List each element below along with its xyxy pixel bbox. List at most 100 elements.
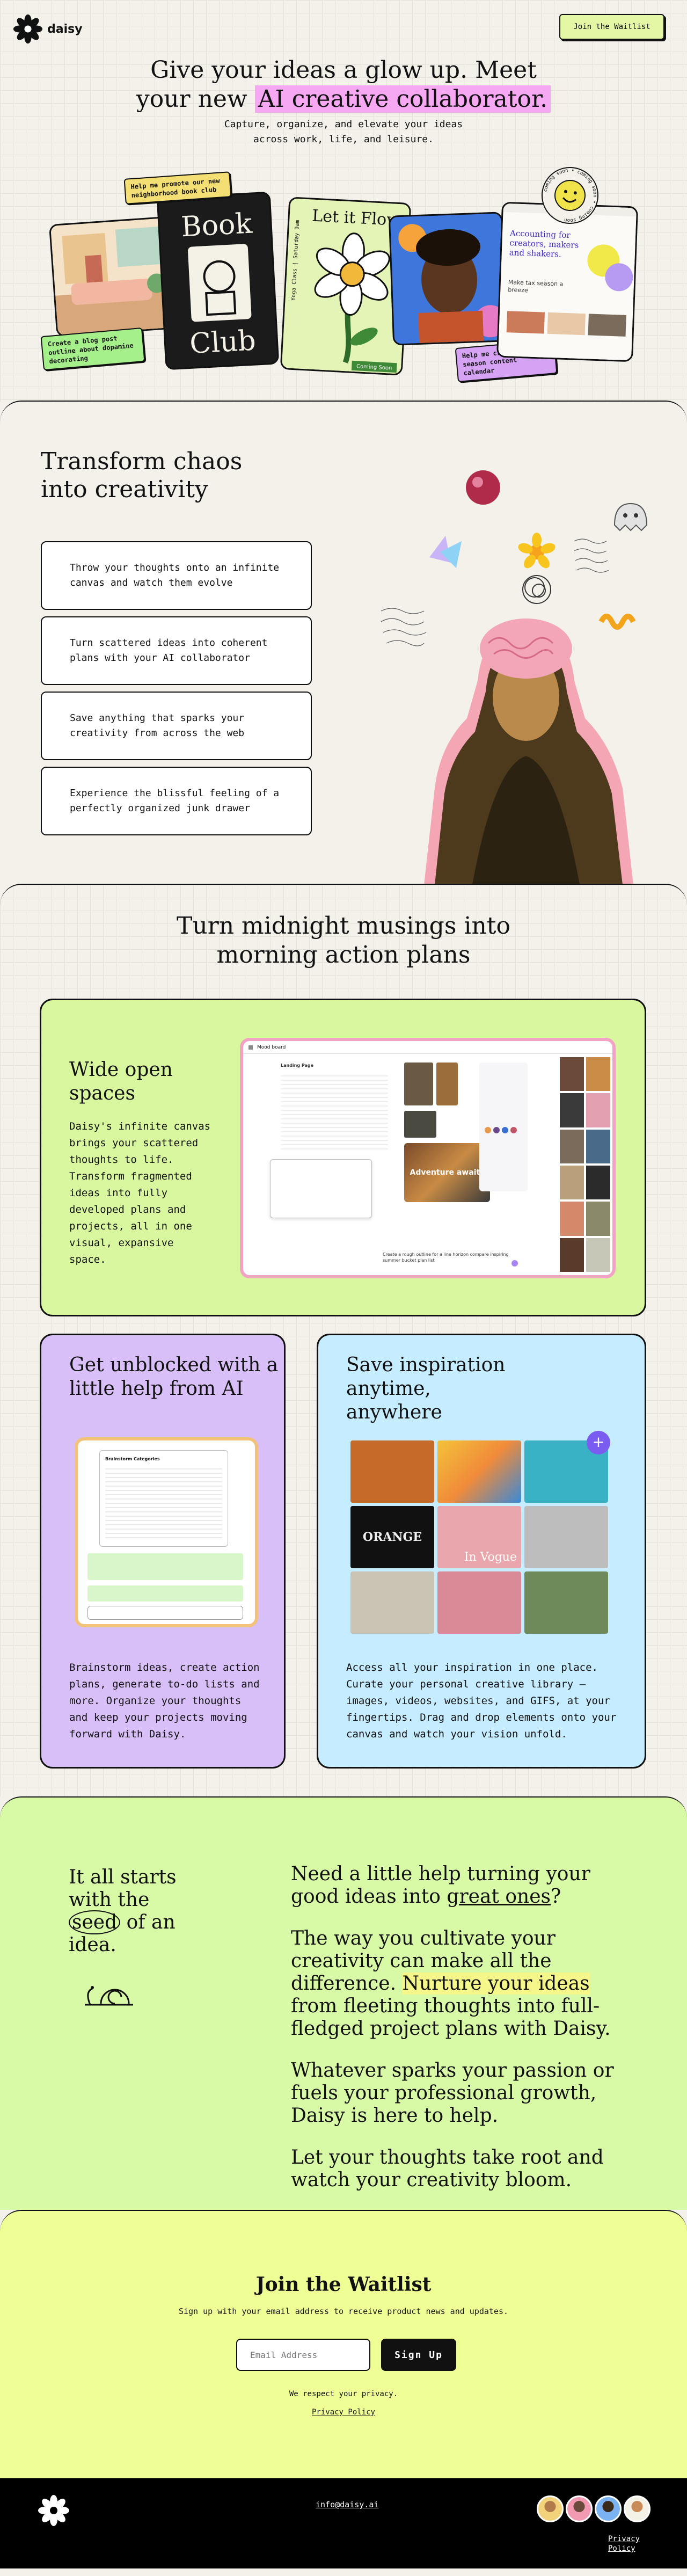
hero-subtitle-line2: across work, life, and leisure. <box>253 134 434 145</box>
footer-privacy-link[interactable]: Privacy Policy <box>608 2535 640 2553</box>
chaos-item-organize: Experience the blissful feeling of a per… <box>41 767 312 835</box>
inspiration-tile-dancer[interactable] <box>524 1506 608 1568</box>
snail-icon <box>85 1986 133 2006</box>
mockup-swatches <box>485 1127 517 1133</box>
blog-outline-tag: Create a blog post outline about dopamin… <box>40 327 145 371</box>
plans-title-line1: Turn midnight musings into <box>177 912 510 940</box>
add-inspiration-button[interactable]: + <box>587 1431 610 1454</box>
inspiration-tile-colors[interactable] <box>437 1440 521 1503</box>
hero-title-prefix: your new <box>136 85 255 113</box>
hero-title: Give your ideas a glow up. Meet your new… <box>0 56 687 114</box>
waitlist-form: Sign Up <box>236 2339 456 2371</box>
wide-open-title-line2: spaces <box>69 1082 135 1104</box>
mockup-image-a <box>404 1063 433 1105</box>
hero-collage: Create a blog post outline about dopamin… <box>0 156 687 397</box>
ai-suggestion-block <box>87 1553 243 1580</box>
wide-open-title-line1: Wide open <box>69 1059 173 1081</box>
inspiration-tile-vogue[interactable]: In Vogue <box>437 1506 521 1568</box>
hero-subtitle: Capture, organize, and elevate your idea… <box>0 117 687 147</box>
top-nav: daisy Join the Waitlist <box>0 0 687 48</box>
ai-chat-lines <box>105 1465 222 1540</box>
ai-chat-heading: Brainstorm Categories <box>105 1457 160 1461</box>
plans-title-line2: morning action plans <box>216 941 471 969</box>
inspiration-tile-dog[interactable] <box>350 1571 434 1634</box>
seed-line3: of an <box>120 1911 176 1933</box>
mockup-send-button[interactable] <box>511 1260 518 1267</box>
mockup-image-c <box>404 1111 436 1138</box>
book-club-word-book: Book <box>180 208 253 244</box>
ai-chat-mockup: Brainstorm Categories <box>75 1437 258 1627</box>
mockup-adventure-text: Adventure awaits <box>410 1168 485 1177</box>
seed-idea-section: It all starts with the seed of an idea. … <box>0 1796 687 2210</box>
seed-paragraph-3: Whatever sparks your passion or fuels yo… <box>291 2060 614 2127</box>
contact-email-link[interactable]: info@daisy.ai <box>316 2500 379 2509</box>
mona-lisa-collage <box>381 470 648 884</box>
inspiration-title-line1: Save inspiration <box>346 1354 506 1376</box>
ai-prompt-input[interactable] <box>87 1606 243 1620</box>
avatar <box>624 2495 651 2522</box>
accounting-site-card: Accounting for creators, makers and shak… <box>496 201 638 362</box>
chaos-title: Transform chaos into creativity <box>41 448 242 504</box>
portrait-photo-card <box>388 212 507 346</box>
waitlist-section: Join the Waitlist Sign up with your emai… <box>0 2210 687 2478</box>
brand-logo[interactable]: daisy <box>13 14 83 44</box>
chaos-item-save: Save anything that sparks your creativit… <box>41 692 312 760</box>
action-plans-section: Turn midnight musings into morning actio… <box>0 884 687 1796</box>
seed-nurture-highlight: Nurture your ideas <box>402 1973 590 1995</box>
seed-p1-text: Need a little help turning your good ide… <box>291 1863 590 1908</box>
mockup-image-b <box>436 1063 458 1105</box>
seed-paragraph-2: The way you cultivate your creativity ca… <box>291 1927 634 2040</box>
seed-paragraph-4: Let your thoughts take root and watch yo… <box>291 2146 604 2191</box>
book-club-card: Book Club <box>156 191 280 370</box>
wide-open-body: Daisy's infinite canvas brings your scat… <box>69 1120 211 1265</box>
portrait-image <box>390 213 507 346</box>
book-club-art: Book Club <box>158 193 280 370</box>
chaos-item-canvas: Throw your thoughts onto an infinite can… <box>41 541 312 610</box>
inspiration-tile-orange[interactable]: ORANGE <box>350 1506 434 1568</box>
book-club-word-club: Club <box>189 325 257 360</box>
hero-title-highlight: AI creative collaborator. <box>254 85 551 113</box>
inspiration-tile-plant[interactable] <box>524 1571 608 1634</box>
email-input[interactable] <box>236 2339 370 2371</box>
waitlist-subtitle: Sign up with your email address to recei… <box>178 2306 509 2316</box>
interior-photo-card <box>48 216 180 337</box>
mockup-gallery <box>560 1057 610 1272</box>
inspiration-tile-pink[interactable] <box>437 1571 521 1634</box>
daisy-flower-icon <box>13 14 43 44</box>
seed-p1-end: ? <box>551 1886 561 1908</box>
avatar <box>537 2495 564 2522</box>
team-avatars <box>537 2495 651 2522</box>
interior-image <box>50 217 180 337</box>
plans-title: Turn midnight musings into morning actio… <box>0 912 687 970</box>
unblocked-title-line2: little help from AI <box>69 1378 244 1400</box>
avatar <box>595 2495 622 2522</box>
seed-great-ones-link[interactable]: great ones <box>447 1886 551 1908</box>
chaos-title-line1: Transform chaos <box>41 448 243 475</box>
sign-up-button[interactable]: Sign Up <box>381 2339 456 2371</box>
join-waitlist-button[interactable]: Join the Waitlist <box>559 14 664 40</box>
hero-title-line1: Give your ideas a glow up. Meet <box>150 56 537 84</box>
hero-subtitle-line1: Capture, organize, and elevate your idea… <box>224 119 463 130</box>
unblocked-body: Brainstorm ideas, create action plans, g… <box>69 1662 260 1740</box>
smiley-icon: coming soon • coming soon • coming soon <box>539 164 601 226</box>
seed-word: seed <box>69 1910 121 1934</box>
mockup-bottom-prompt: Create a rough outline for a line horizo… <box>383 1252 509 1263</box>
mockup-doc-lines <box>281 1072 388 1153</box>
accounting-title: Accounting for creators, makers and shak… <box>509 228 579 259</box>
let-it-flow-footer: Coming Soon <box>356 363 392 371</box>
seed-line2: with the <box>69 1889 150 1911</box>
inspiration-tile-video[interactable] <box>350 1440 434 1503</box>
seed-left-text: It all starts with the seed of an idea. <box>69 1866 177 1956</box>
chaos-title-line2: into creativity <box>41 476 208 503</box>
privacy-policy-link[interactable]: Privacy Policy <box>311 2408 375 2417</box>
flower-poster-art: Let it Flow Yoga Class | Saturday 9am Co… <box>281 198 412 376</box>
site-footer: info@daisy.ai Privacy Policy <box>0 2478 687 2568</box>
mockup-title: Mood board <box>257 1044 286 1050</box>
brand-name: daisy <box>47 22 83 36</box>
hero-section: daisy Join the Waitlist Give your ideas … <box>0 0 687 402</box>
